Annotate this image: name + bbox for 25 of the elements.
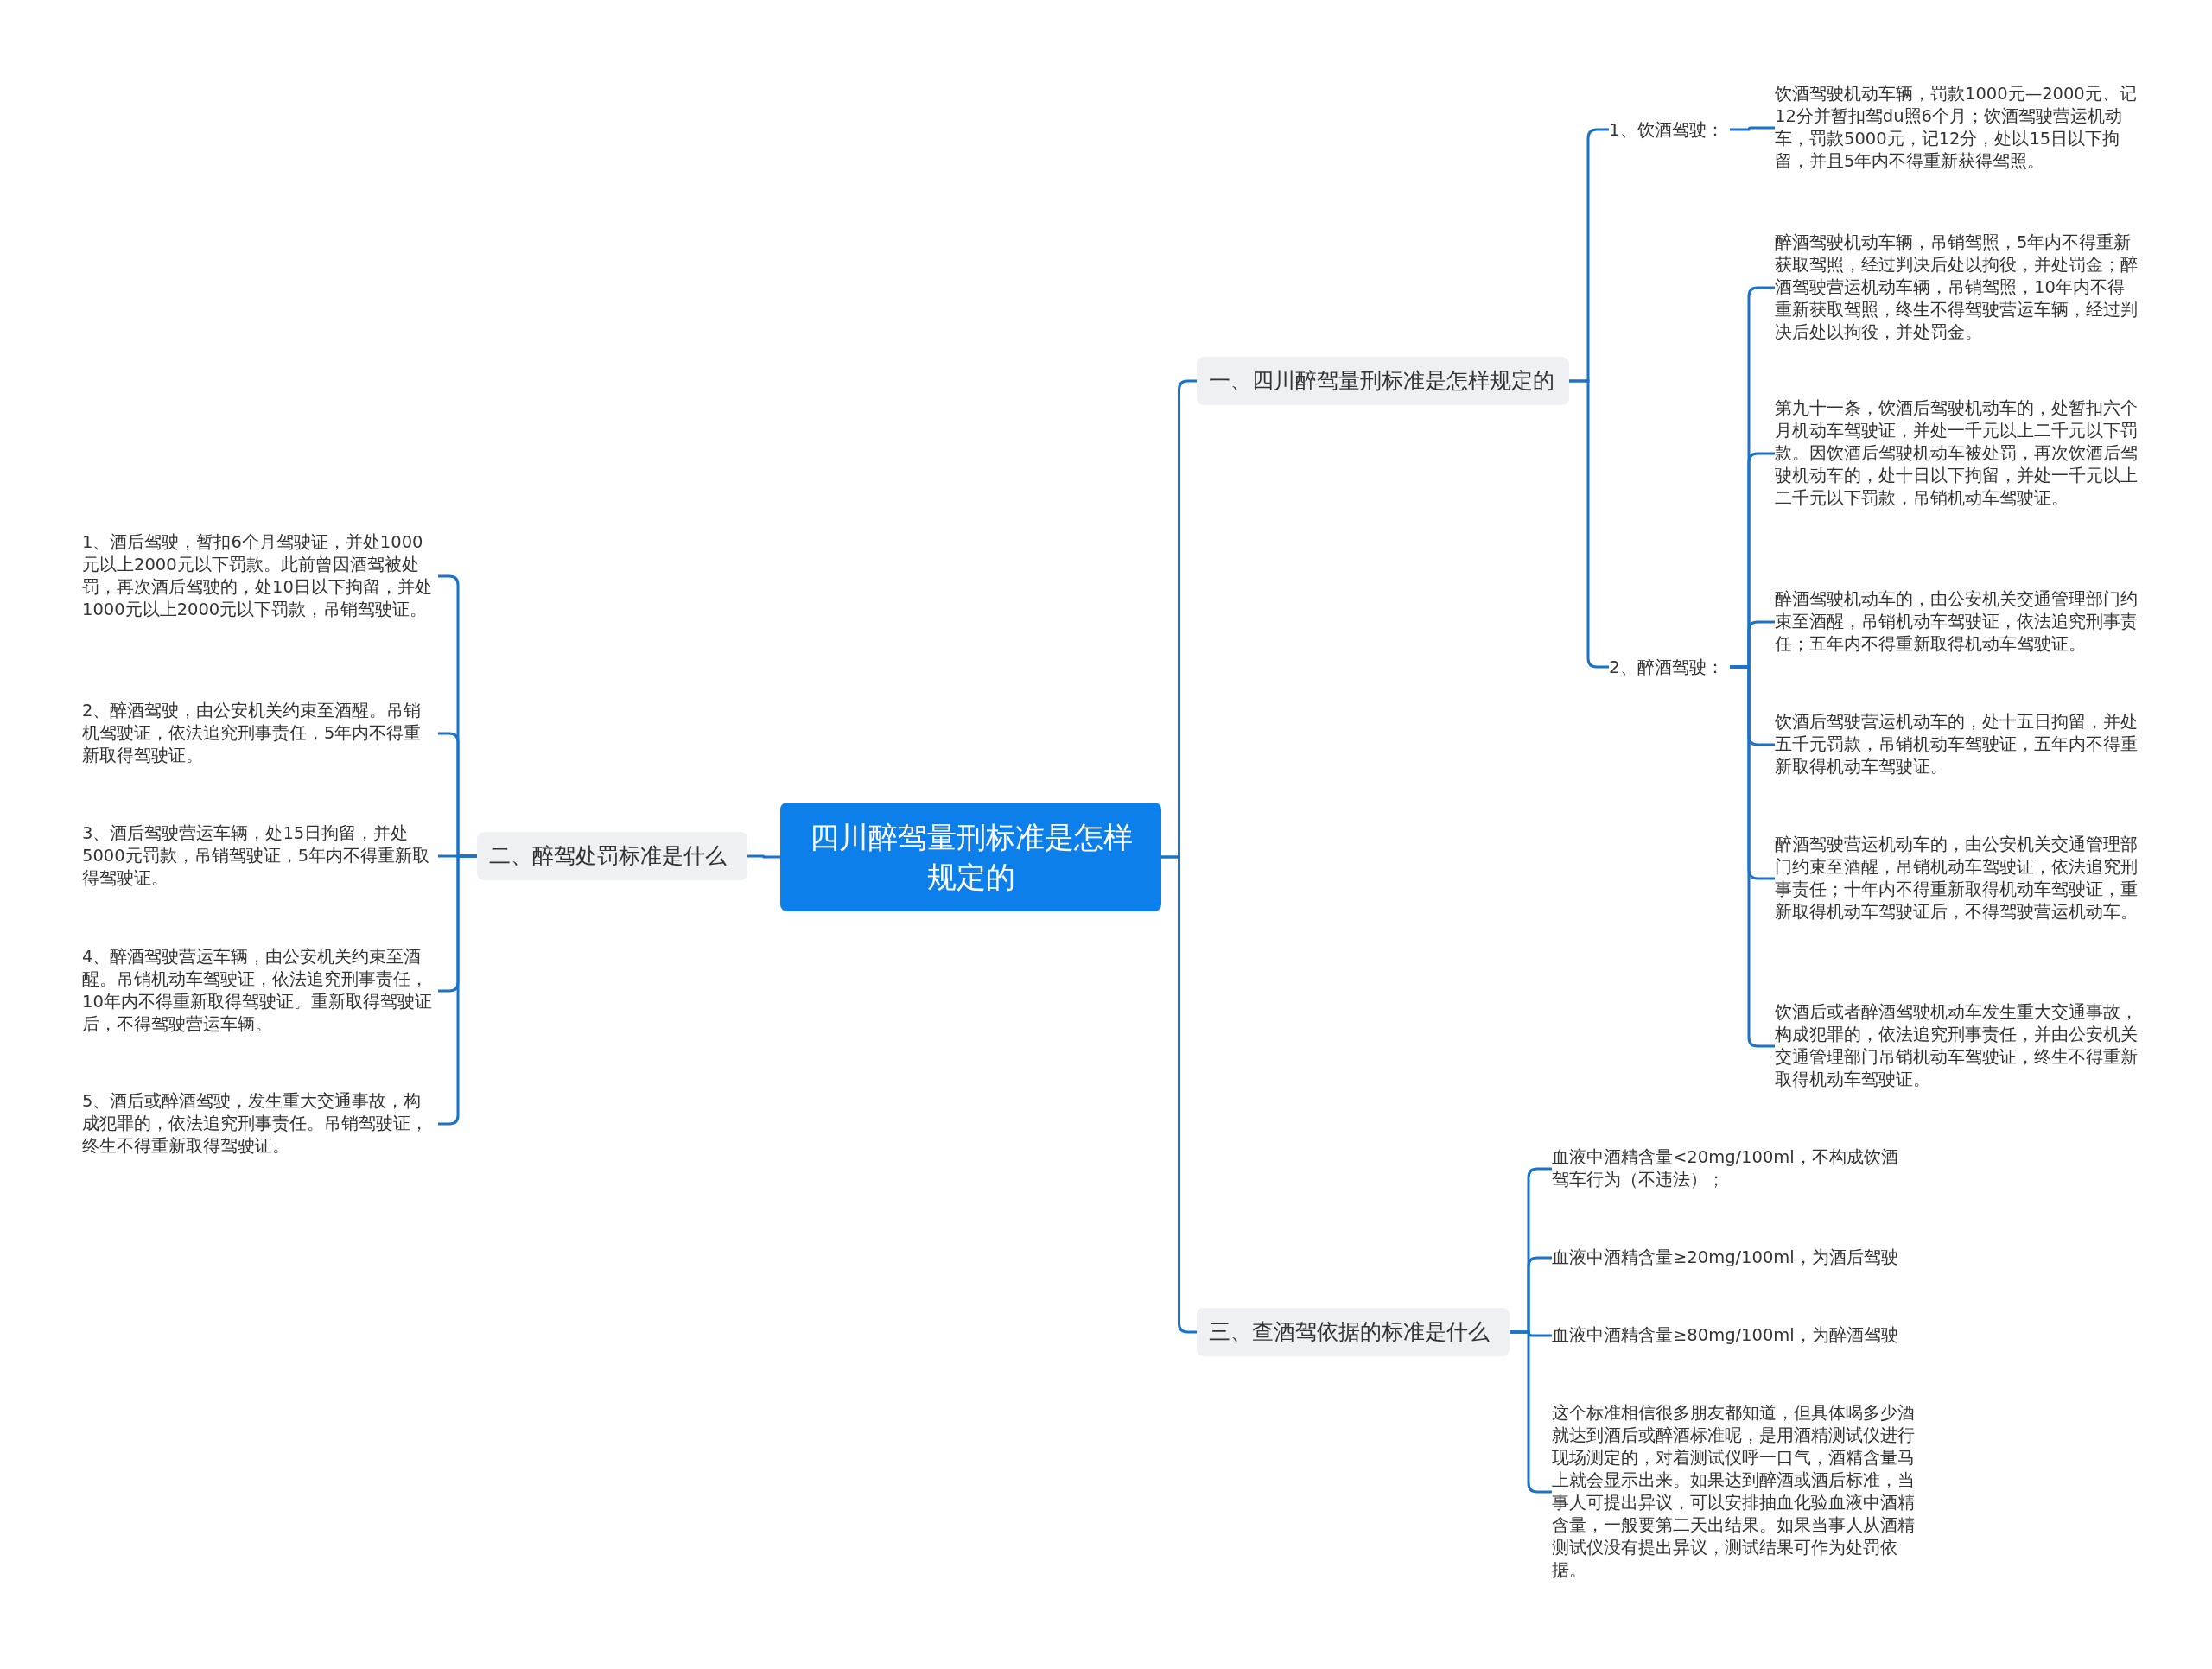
note-text: 这个标准相信很多朋友都知道，但具体喝多少酒就达到酒后或醉酒标准呢，是用酒精测试仪进行现场测定的，对着测试仪呼一口气，酒精含量马上就会显示出来。如果达到醉酒或酒后标准，当事人可提出异议，可以安排抽血化验血液中酒精含量，一般要第二天出结果。如果当事人从酒精测试仪没有提出异议，测试结果可作为处罚依据。 [1552,1402,1915,1582]
topic-box: 二、醉驾处罚标准是什么 [477,832,747,880]
connector-line [1730,126,1775,131]
note-text: 血液中酒精含量≥20mg/100ml，为酒后驾驶 [1552,1247,1915,1269]
note-text: 4、醉酒驾驶营运车辆，由公安机关约束至酒醒。吊销机动车驾驶证，依法追究刑事责任，10年内不得重新取得驾驶证。重新取得驾驶证后，不得驾驶营运车辆。 [82,946,438,1036]
note-text: 饮酒驾驶机动车辆，罚款1000元—2000元、记12分并暂扣驾du照6个月；饮酒驾驶营运机动车，罚款5000元，记12分，处以15日以下拘留，并且5年内不得重新获得驾照。 [1775,83,2138,173]
note-text: 血液中酒精含量≥80mg/100ml，为醉酒驾驶 [1552,1324,1915,1347]
note-text: 3、酒后驾驶营运车辆，处15日拘留，并处5000元罚款，吊销驾驶证，5年内不得重新取得驾驶证。 [82,822,438,890]
note-text: 饮酒后或者醉酒驾驶机动车发生重大交通事故，构成犯罪的，依法追究刑事责任，并由公安机关交通管理部门吊销机动车驾驶证，终生不得重新取得机动车驾驶证。 [1775,1001,2138,1091]
note-text: 醉酒驾驶机动车辆，吊销驾照，5年内不得重新获取驾照，经过判决后处以拘役，并处罚金；醉酒驾驶营运机动车辆，吊销驾照，10年内不得重新获取驾照，终生不得驾驶营运车辆，经过判决后处以拘役，并处罚金。 [1775,232,2138,344]
note-text: 血液中酒精含量<20mg/100ml，不构成饮酒驾车行为（不违法）； [1552,1146,1915,1191]
note-text: 5、酒后或醉酒驾驶，发生重大交通事故，构成犯罪的，依法追究刑事责任。吊销驾驶证，终生不得重新取得驾驶证。 [82,1090,438,1158]
topic-box: 一、四川醉驾量刑标准是怎样规定的 [1197,357,1569,405]
note-text: 醉酒驾驶营运机动车的，由公安机关交通管理部门约束至酒醒，吊销机动车驾驶证，依法追究刑事责任；十年内不得重新取得机动车驾驶证，重新取得机动车驾驶证后，不得驾驶营运机动车。 [1775,834,2138,923]
topic-box: 三、查酒驾依据的标准是什么 [1197,1308,1510,1356]
note-text: 第九十一条，饮酒后驾驶机动车的，处暂扣六个月机动车驾驶证，并处一千元以上二千元以下罚款。因饮酒后驾驶机动车被处罚，再次饮酒后驾驶机动车的，处十日以下拘留，并处一千元以上二千元以下罚款，吊销机动车驾驶证。 [1775,397,2138,510]
note-text: 饮酒后驾驶营运机动车的，处十五日拘留，并处五千元罚款，吊销机动车驾驶证，五年内不得重新取得机动车驾驶证。 [1775,711,2138,778]
note-text: 1、酒后驾驶，暂扣6个月驾驶证，并处1000元以上2000元以下罚款。此前曾因酒驾被处罚，再次酒后驾驶的，处10日以下拘留，并处1000元以上2000元以下罚款，吊销驾驶证。 [82,531,438,621]
note-text: 醉酒驾驶机动车的，由公安机关交通管理部门约束至酒醒，吊销机动车驾驶证，依法追究刑事责任；五年内不得重新取得机动车驾驶证。 [1775,588,2138,656]
subtopic-label: 2、醉酒驾驶： [1609,655,1730,679]
subtopic-label: 1、饮酒驾驶： [1609,117,1730,142]
connector-line [1161,855,1197,1334]
central-topic: 四川醉驾量刑标准是怎样规定的 [780,803,1161,911]
connector-line [747,854,780,859]
note-text: 2、醉酒驾驶，由公安机关约束至酒醒。吊销机驾驶证，依法追究刑事责任，5年内不得重新取得驾驶证。 [82,700,438,767]
